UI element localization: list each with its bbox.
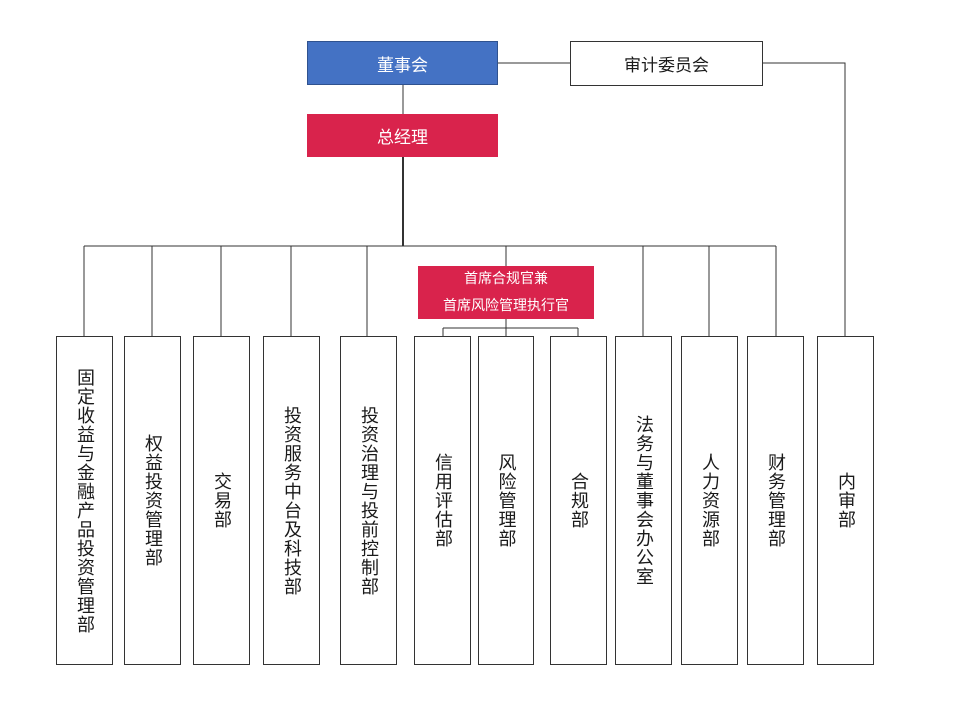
dept-label: 内审部	[835, 472, 856, 529]
general-manager-label: 总经理	[377, 128, 428, 148]
dept-label: 权益投资管理部	[142, 434, 163, 567]
dept-trading: 交易部	[193, 336, 250, 665]
dept-label: 投资服务中台及科技部	[281, 405, 302, 596]
dept-finance: 财务管理部	[747, 336, 804, 665]
board-box: 董事会	[307, 41, 498, 85]
dept-label: 财务管理部	[765, 453, 786, 548]
dept-credit-evaluation: 信用评估部	[414, 336, 471, 665]
dept-label: 合规部	[568, 472, 589, 529]
audit-committee-box: 审计委员会	[570, 41, 763, 86]
dept-human-resources: 人力资源部	[681, 336, 738, 665]
dept-label: 风险管理部	[495, 453, 517, 548]
dept-label: 投资治理与投前控制部	[358, 405, 379, 596]
audit-committee-label: 审计委员会	[624, 56, 709, 76]
dept-label: 交易部	[211, 472, 232, 529]
general-manager-box: 总经理	[307, 114, 498, 157]
dept-compliance: 合规部	[550, 336, 607, 665]
dept-label: 法务与董事会办公室	[633, 415, 654, 586]
dept-label: 人力资源部	[699, 453, 720, 548]
dept-investment-services: 投资服务中台及科技部	[263, 336, 320, 665]
dept-investment-governance: 投资治理与投前控制部	[340, 336, 397, 665]
dept-label: 信用评估部	[432, 453, 453, 548]
chief-compliance-line2: 首席风险管理执行官	[443, 297, 569, 314]
board-label: 董事会	[377, 55, 428, 76]
dept-legal-board-office: 法务与董事会办公室	[615, 336, 672, 665]
dept-internal-audit: 内审部	[817, 336, 874, 665]
dept-label: 固定收益与金融产品投资管理部	[74, 367, 95, 634]
chief-compliance-box: 首席合规官兼 首席风险管理执行官	[418, 266, 594, 319]
dept-equity: 权益投资管理部	[124, 336, 181, 665]
dept-risk-management: 风险管理部	[478, 336, 534, 665]
chief-compliance-line1: 首席合规官兼	[464, 270, 548, 287]
dept-fixed-income: 固定收益与金融产品投资管理部	[56, 336, 113, 665]
